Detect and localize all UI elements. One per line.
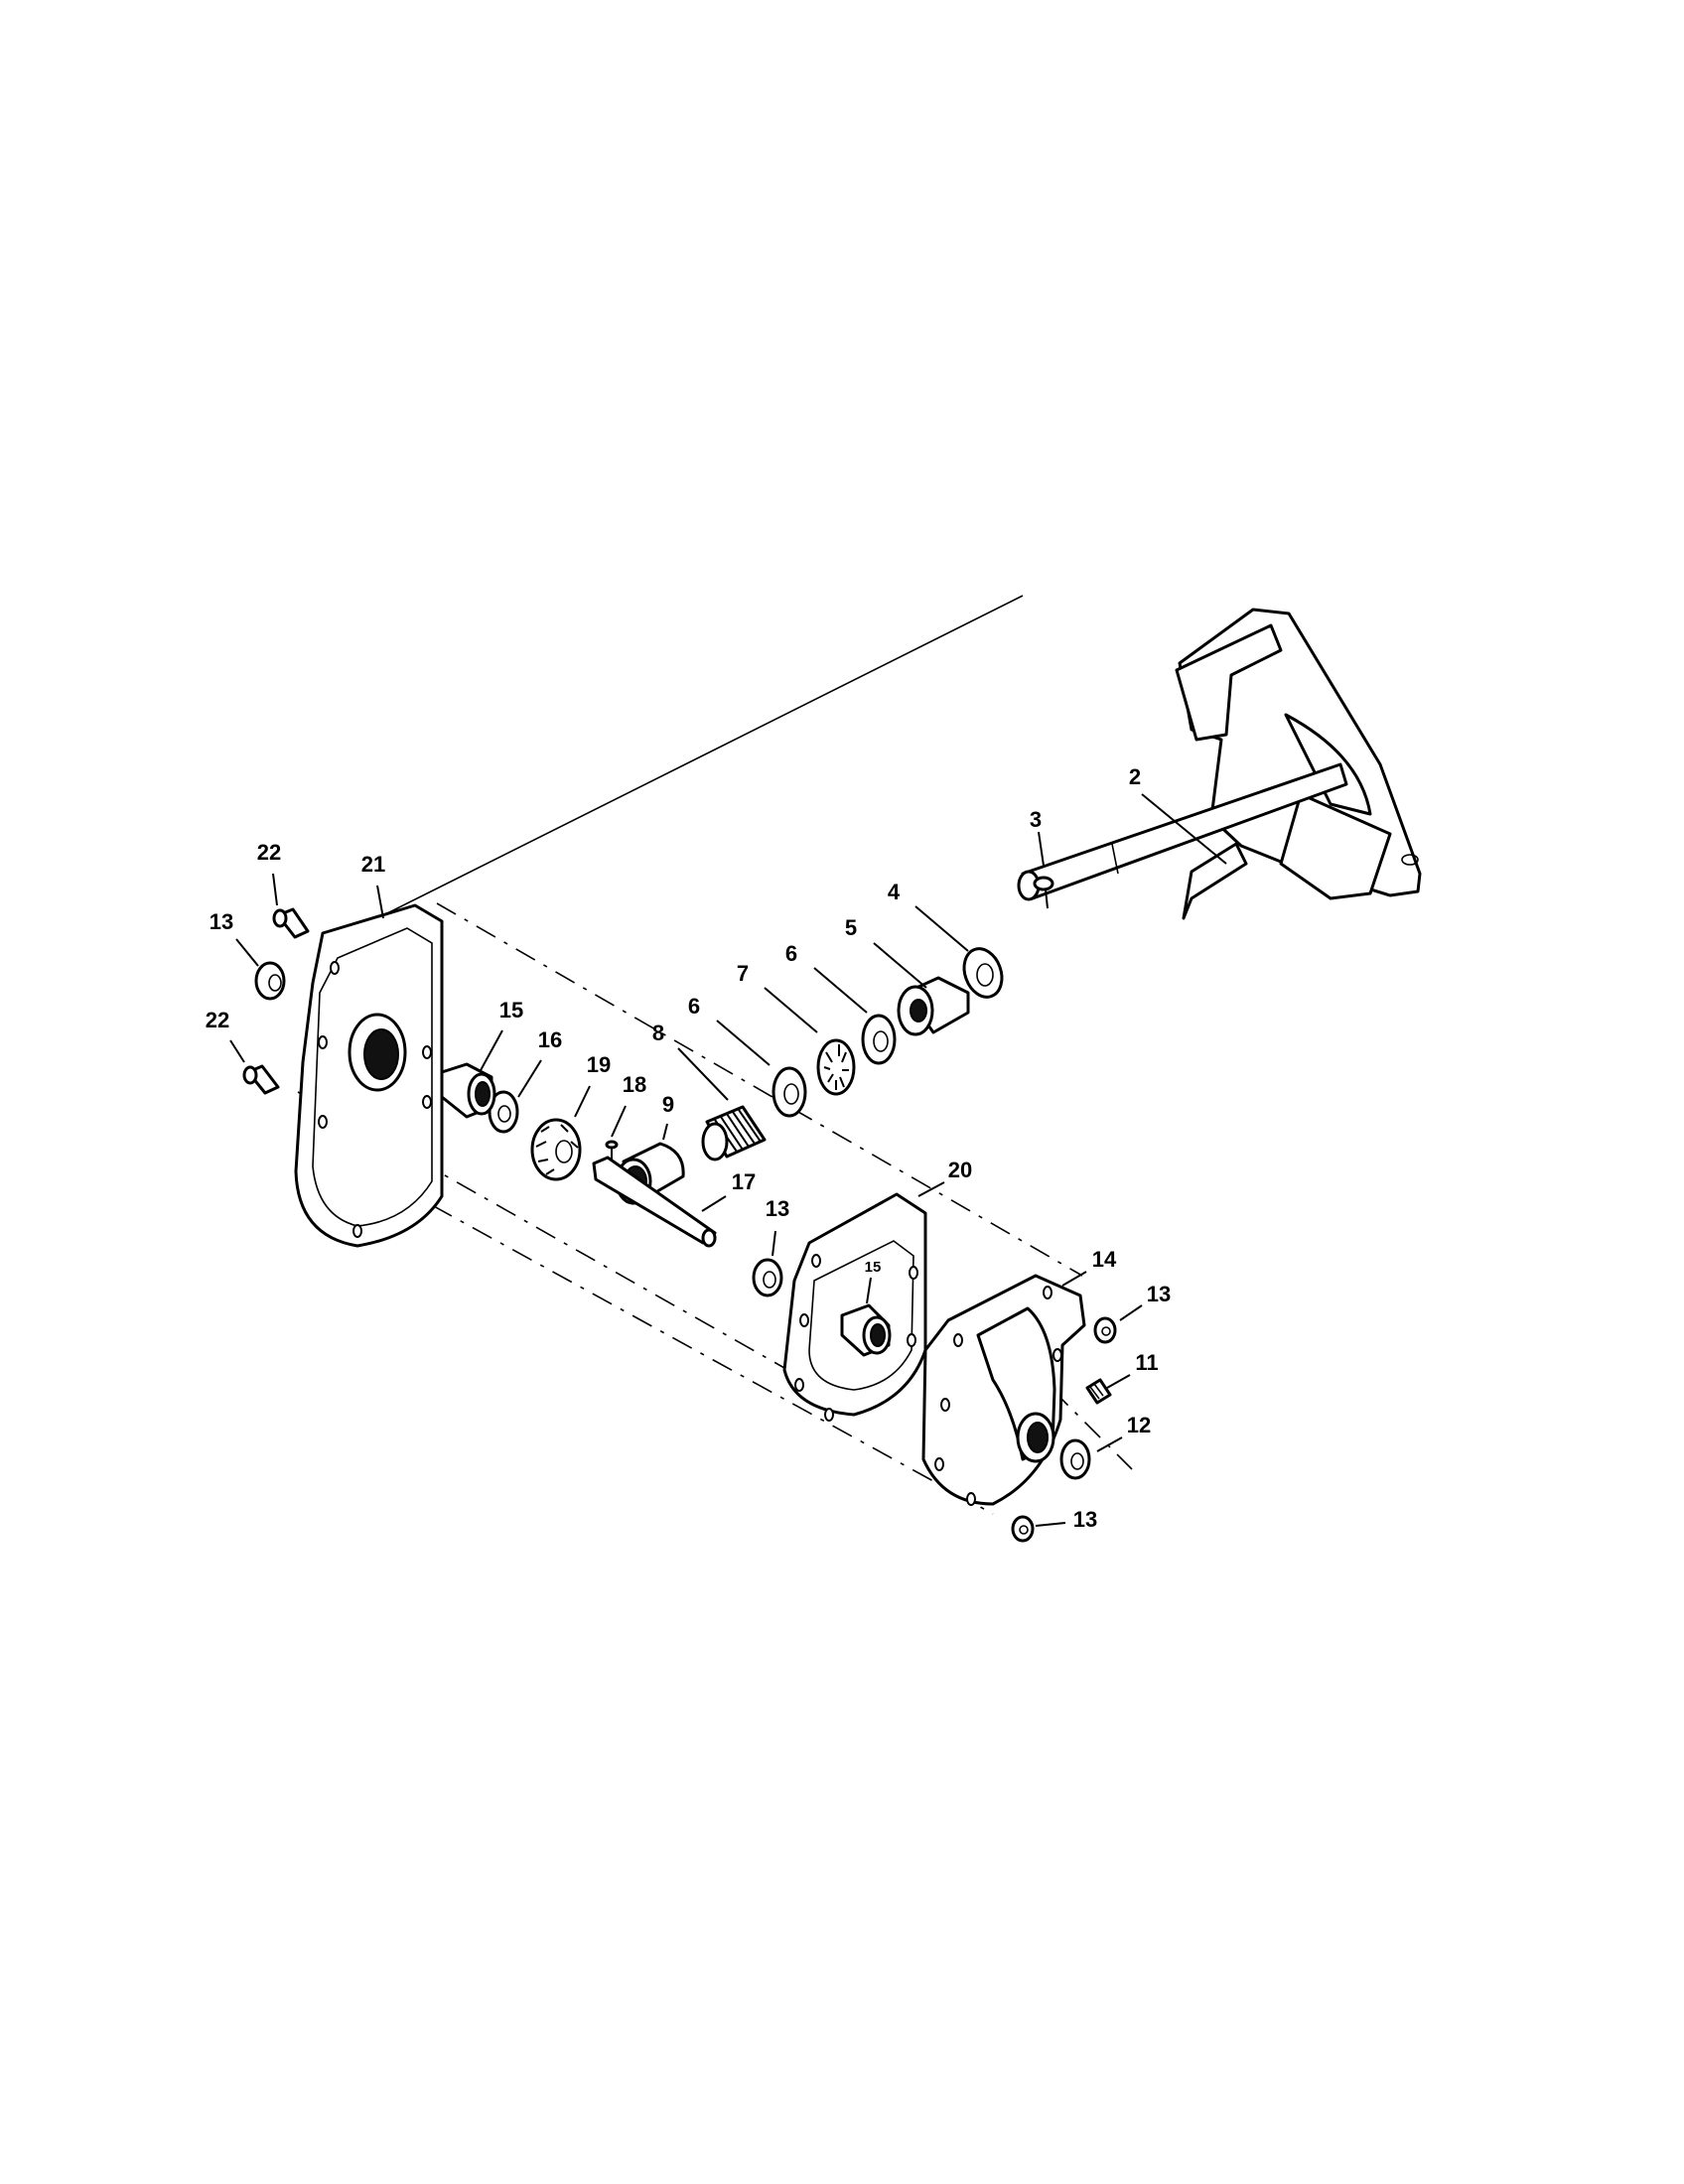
callout-label-22b: 22 — [206, 1008, 229, 1032]
callout-label-13a: 13 — [210, 909, 233, 934]
leader-line-14 — [1061, 1271, 1087, 1287]
callout-label-12: 12 — [1127, 1413, 1151, 1437]
callout-label-3: 3 — [1030, 807, 1042, 832]
part-13-nut-right-upper — [1093, 1316, 1117, 1344]
callout-label-19: 19 — [587, 1052, 611, 1077]
leader-line-20 — [917, 1181, 945, 1197]
part-5-bearing — [897, 976, 970, 1036]
callout-label-13c: 13 — [1147, 1282, 1171, 1306]
part-13-nut-bottom — [1011, 1515, 1035, 1543]
leader-line-7 — [764, 987, 818, 1033]
leader-line-3 — [1038, 831, 1045, 867]
part-7-thrust-bearing — [816, 1038, 856, 1096]
part-15-bushing-left — [440, 1062, 496, 1119]
part-3-key — [1033, 876, 1054, 909]
leader-line-8 — [677, 1047, 729, 1101]
part-21-gear-case-left — [294, 903, 444, 1248]
part-13-nut-left — [254, 961, 286, 1001]
callout-label-7: 7 — [737, 961, 749, 986]
leader-line-12 — [1096, 1436, 1123, 1452]
leader-line-15b — [866, 1277, 872, 1304]
part-13-washer-middle — [752, 1258, 783, 1297]
callout-label-6a: 6 — [785, 941, 797, 966]
callout-label-5: 5 — [845, 915, 857, 940]
callout-label-20: 20 — [948, 1158, 972, 1182]
part-22-bolt-lower — [242, 1064, 280, 1095]
leader-line-4 — [914, 905, 969, 952]
leader-line-6b — [716, 1020, 771, 1066]
callout-label-16: 16 — [538, 1027, 562, 1052]
part-8-worm-gear — [701, 1105, 767, 1161]
leader-line-13c — [1119, 1304, 1143, 1321]
callout-label-4: 4 — [888, 880, 901, 904]
part-15-bushing-right — [840, 1303, 892, 1357]
part-17-shaft — [592, 1156, 717, 1248]
leader-line-18 — [611, 1105, 627, 1138]
leader-line-13b — [772, 1230, 776, 1257]
leader-line-22a — [272, 873, 278, 906]
leader-line-16 — [517, 1059, 542, 1098]
leader-line-22b — [229, 1039, 245, 1063]
callout-label-9: 9 — [662, 1092, 674, 1117]
leader-line-21 — [376, 885, 384, 919]
part-6-washer-upper — [861, 1014, 897, 1065]
callout-label-2: 2 — [1129, 764, 1141, 789]
leader-line-15 — [479, 1029, 503, 1073]
leader-line-2 — [1141, 793, 1227, 865]
part-19-gear — [530, 1118, 582, 1181]
leader-line-6a — [813, 967, 868, 1014]
leader-line-9 — [662, 1123, 668, 1141]
part-14-gear-case-right — [921, 1274, 1086, 1506]
callout-label-18: 18 — [623, 1072, 646, 1097]
part-11-set-screw — [1085, 1378, 1112, 1405]
leader-line-19 — [574, 1085, 591, 1118]
part-6-washer-lower — [772, 1066, 807, 1118]
callout-label-21: 21 — [361, 852, 385, 877]
leader-line-11 — [1106, 1374, 1131, 1389]
callout-label-13d: 13 — [1073, 1507, 1097, 1532]
callout-label-13b: 13 — [766, 1196, 789, 1221]
callout-label-22a: 22 — [257, 840, 281, 865]
part-22-bolt-upper — [272, 907, 310, 939]
callout-label-15b: 15 — [865, 1259, 882, 1276]
callout-label-8: 8 — [652, 1021, 664, 1045]
callout-label-6b: 6 — [688, 994, 700, 1019]
leader-lines — [229, 793, 1227, 1527]
leader-line-13d — [1035, 1522, 1066, 1527]
leader-line-17 — [701, 1195, 727, 1212]
part-2-auger-housing-shaft — [1017, 608, 1422, 920]
part-12-seal — [1059, 1438, 1091, 1480]
callout-label-14: 14 — [1092, 1247, 1117, 1272]
leader-line-13a — [235, 938, 259, 967]
leader-line-5 — [873, 942, 927, 989]
callout-label-15: 15 — [499, 998, 523, 1023]
part-4-washer — [962, 947, 1004, 999]
callout-label-11: 11 — [1135, 1350, 1158, 1375]
callout-label-17: 17 — [732, 1169, 756, 1194]
part-20-gasket — [782, 1192, 927, 1422]
